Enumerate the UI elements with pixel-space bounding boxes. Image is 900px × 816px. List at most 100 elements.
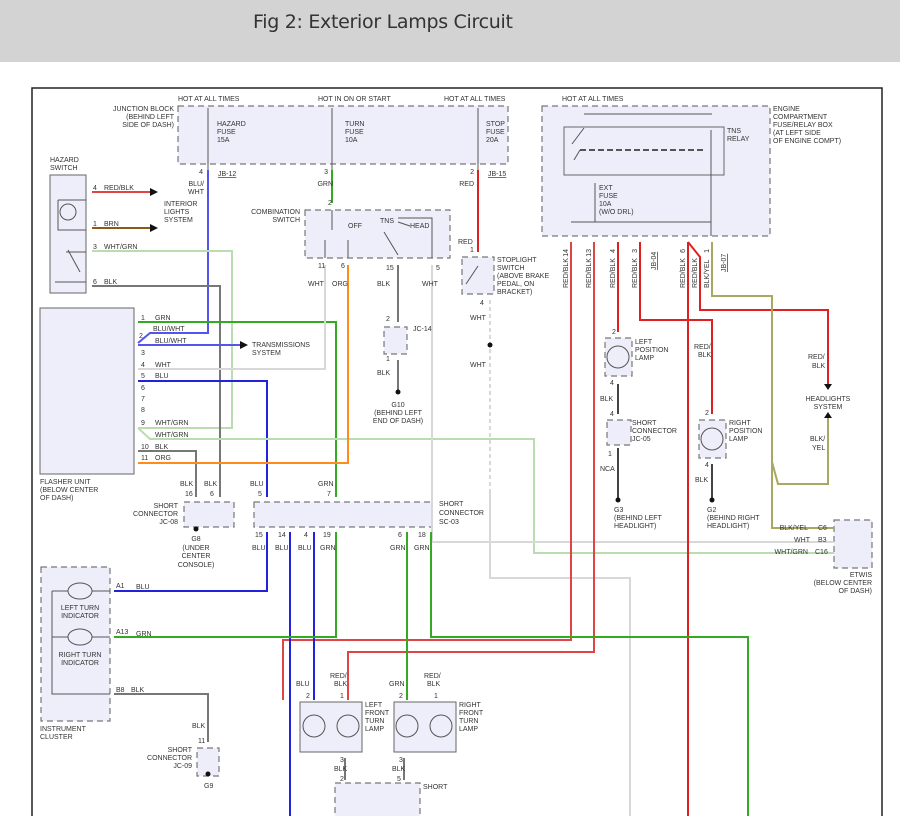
pin-label: 6 — [210, 491, 214, 498]
wire-red-blk-14 — [282, 242, 572, 700]
pin-label: 13 — [586, 249, 593, 257]
pin-label: 4 — [480, 300, 484, 307]
turn-fuse-name: TURN — [345, 121, 364, 128]
hazard-switch-label-1: HAZARD — [50, 157, 79, 164]
pin-label: 1 — [434, 693, 438, 700]
headlights-label-2: SYSTEM — [814, 404, 843, 411]
pin-label: 6 — [141, 385, 145, 392]
page-title: Fig 2: Exterior Lamps Circuit — [253, 11, 513, 33]
left-front-turn-label-1: LEFT — [365, 702, 383, 709]
right-turn-indicator-label-2: INDICATOR — [61, 660, 99, 667]
jc-08-label-3: JC-08 — [159, 519, 178, 526]
pin-label: 4 — [199, 169, 203, 176]
left-position-lamp-label-1: LEFT — [635, 339, 653, 346]
pin-label: 15 — [255, 532, 263, 539]
wire-label: BLU/WHT — [153, 326, 185, 333]
relay-contacts — [571, 113, 712, 161]
pin-label: 11 — [198, 738, 205, 745]
ground-icon — [709, 497, 715, 503]
left-turn-bulb-2-icon — [336, 714, 360, 738]
ground-g3: G3 — [614, 507, 623, 514]
wire-label: GRN — [136, 631, 152, 638]
combination-switch-contacts — [324, 210, 433, 258]
combination-switch-label-2: SWITCH — [272, 217, 300, 224]
wire-label: RED/BLK — [104, 185, 134, 192]
pin-label: 3 — [399, 757, 403, 764]
jc-14-connector — [383, 326, 408, 355]
ground-icon — [205, 771, 211, 777]
right-front-turn-label-1: RIGHT — [459, 702, 482, 709]
connector-jb-04: JB-04 — [651, 252, 658, 270]
connector-jb-07: JB-07 — [721, 254, 728, 272]
ext-fuse-label-1: EXT — [599, 185, 613, 192]
wire-label: BLK — [104, 279, 118, 286]
labels: HOT AT ALL TIMES HOT IN ON OR START HOT … — [40, 96, 872, 791]
right-front-turn-lamp — [393, 701, 457, 753]
wire-label: BLK — [812, 363, 826, 370]
pin-label: A13 — [116, 629, 129, 636]
right-front-turn-label-4: LAMP — [459, 726, 478, 733]
right-front-turn-label-2: FRONT — [459, 710, 484, 717]
ground-icon — [395, 389, 401, 395]
wire-grn-18 — [430, 532, 749, 816]
engine-box-label-4: (AT LEFT SIDE — [773, 130, 821, 137]
pin-label: 5 — [258, 491, 262, 498]
engine-box-bus — [571, 130, 712, 236]
stoplight-switch — [461, 256, 495, 295]
left-turn-indicator-label-1: LEFT TURN — [61, 605, 99, 612]
wire-label: RED/BLK — [586, 258, 593, 288]
wire-label: BLK — [377, 370, 391, 377]
jc-05-label-1: SHORT — [632, 420, 657, 427]
pin-label: 4 — [141, 362, 145, 369]
wire-label: BRN — [104, 221, 119, 228]
jc-05-connector — [606, 419, 632, 446]
combination-switch — [304, 209, 451, 259]
right-position-lamp-label-2: POSITION — [729, 428, 762, 435]
wire-label: RED — [458, 239, 473, 246]
wire-red-blk-headlights — [687, 241, 829, 384]
ground-g10: G10 — [391, 402, 404, 409]
wire-label: BLU/ — [188, 181, 204, 188]
pin-label: 11 — [141, 455, 148, 462]
junction-block-label-1: JUNCTION BLOCK — [113, 106, 174, 113]
wire-label: GRN — [390, 545, 406, 552]
wire-label: BLK — [334, 681, 348, 688]
pin-label: 4 — [705, 462, 709, 469]
pin-label: 2 — [386, 316, 390, 323]
hazard-switch-contacts — [55, 199, 86, 283]
position-tns: TNS — [380, 218, 394, 225]
wire-label: YEL — [812, 445, 825, 452]
wire-label: BLK — [600, 396, 614, 403]
wire-label: BLK — [427, 681, 441, 688]
wire-label: WHT/GRN — [104, 244, 137, 251]
wire-label: GRN — [320, 545, 336, 552]
pin-label: 1 — [340, 693, 344, 700]
wire-label: BLK — [204, 481, 218, 488]
sc-03-connector — [253, 501, 433, 528]
sc-03-label-3: SC-03 — [439, 519, 459, 526]
wire-label: BLU — [252, 545, 266, 552]
wire-label: BLK — [155, 444, 169, 451]
wire-label: ORG — [332, 281, 348, 288]
jc-14-label: JC-14 — [413, 326, 432, 333]
pin-label: 8 — [141, 407, 145, 414]
ground-icon — [615, 497, 621, 503]
pin-label: B8 — [116, 687, 125, 694]
power-label-turn: HOT IN ON OR START — [318, 96, 391, 103]
pin-label: 2 — [705, 410, 709, 417]
cluster-internal-wiring — [51, 590, 110, 695]
ground-symbols — [193, 342, 715, 777]
wire-label: BLU — [296, 681, 310, 688]
wire-label: BLU — [275, 545, 289, 552]
left-front-turn-label-2: FRONT — [365, 710, 390, 717]
hazard-switch-label-2: SWITCH — [50, 165, 78, 172]
pin-label: C6 — [818, 525, 827, 532]
left-turn-indicator-label-2: INDICATOR — [61, 613, 99, 620]
wire-label: WHT/GRN — [775, 549, 808, 556]
stoplight-label-4: PEDAL, ON — [497, 281, 534, 288]
pin-label: 3 — [632, 249, 639, 253]
right-position-bulb-icon — [700, 427, 724, 451]
stop-fuse-type: FUSE — [486, 129, 505, 136]
hazard-lamp-icon — [59, 203, 77, 221]
pin-label: 4 — [610, 380, 614, 387]
